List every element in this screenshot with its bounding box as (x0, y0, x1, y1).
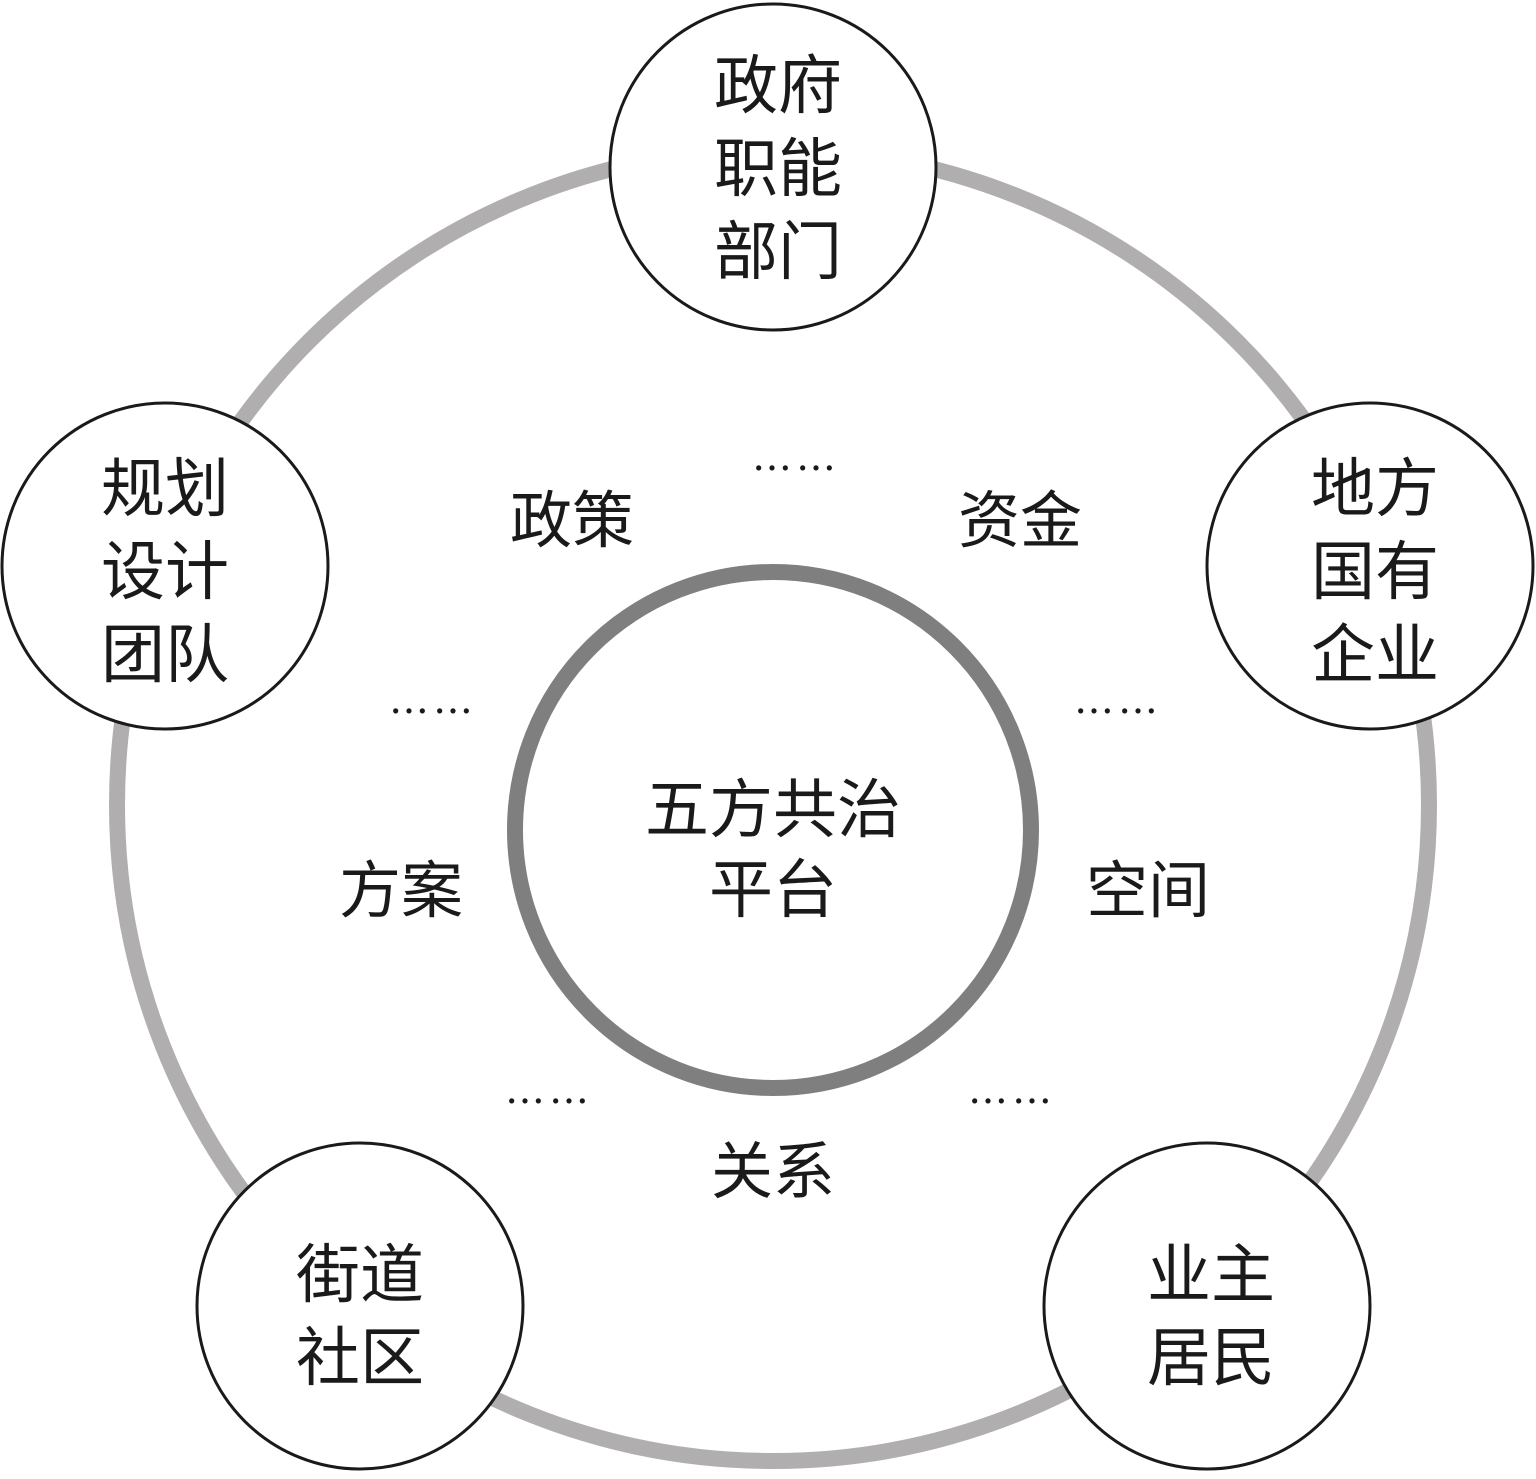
node-local-soe: 地方 国有 企业 (1205, 401, 1535, 731)
node-local-soe-circle (1205, 401, 1535, 731)
node-street-community-line-1: 街道 (296, 1239, 424, 1313)
node-government-line-2: 职能 (714, 133, 842, 207)
ellipsis-top: …… (752, 434, 840, 480)
resource-label-plan: 方案 (339, 854, 463, 927)
center-ring (507, 564, 1039, 1096)
node-local-soe-line-2: 国有 (1311, 536, 1439, 610)
node-government-line-3: 部门 (714, 216, 842, 290)
resource-label-space: 空间 (1086, 854, 1210, 927)
node-government-circle (608, 2, 938, 332)
ellipsis-left: …… (389, 677, 477, 723)
ellipsis-bottom-right: …… (968, 1067, 1056, 1113)
node-design-team-line-3: 团队 (101, 619, 229, 693)
node-design-team-line-1: 规划 (101, 453, 229, 527)
center-label-line-1: 五方共治 (645, 774, 901, 848)
node-government: 政府 职能 部门 (608, 2, 938, 332)
node-street-community-circle (195, 1141, 525, 1471)
node-street-community: 街道 社区 (195, 1141, 525, 1471)
resource-label-relations: 关系 (711, 1135, 835, 1208)
node-design-team-line-2: 设计 (101, 536, 229, 610)
node-local-soe-line-3: 企业 (1311, 619, 1439, 693)
center-label-line-2: 平台 (709, 854, 837, 928)
ellipsis-bottom-left: …… (505, 1067, 593, 1113)
resource-label-policy: 政策 (510, 484, 634, 557)
node-design-team-circle (0, 401, 330, 731)
node-owners-residents-circle (1042, 1141, 1372, 1471)
node-design-team: 规划 设计 团队 (0, 401, 330, 731)
node-government-line-1: 政府 (714, 50, 842, 124)
node-owners-residents-line-2: 居民 (1147, 1322, 1275, 1396)
node-owners-residents: 业主 居民 (1042, 1141, 1372, 1471)
node-local-soe-line-1: 地方 (1311, 453, 1439, 527)
resource-label-funds: 资金 (958, 484, 1082, 557)
ellipsis-right: …… (1074, 677, 1162, 723)
node-street-community-line-2: 社区 (296, 1322, 424, 1396)
node-owners-residents-line-1: 业主 (1147, 1239, 1275, 1313)
